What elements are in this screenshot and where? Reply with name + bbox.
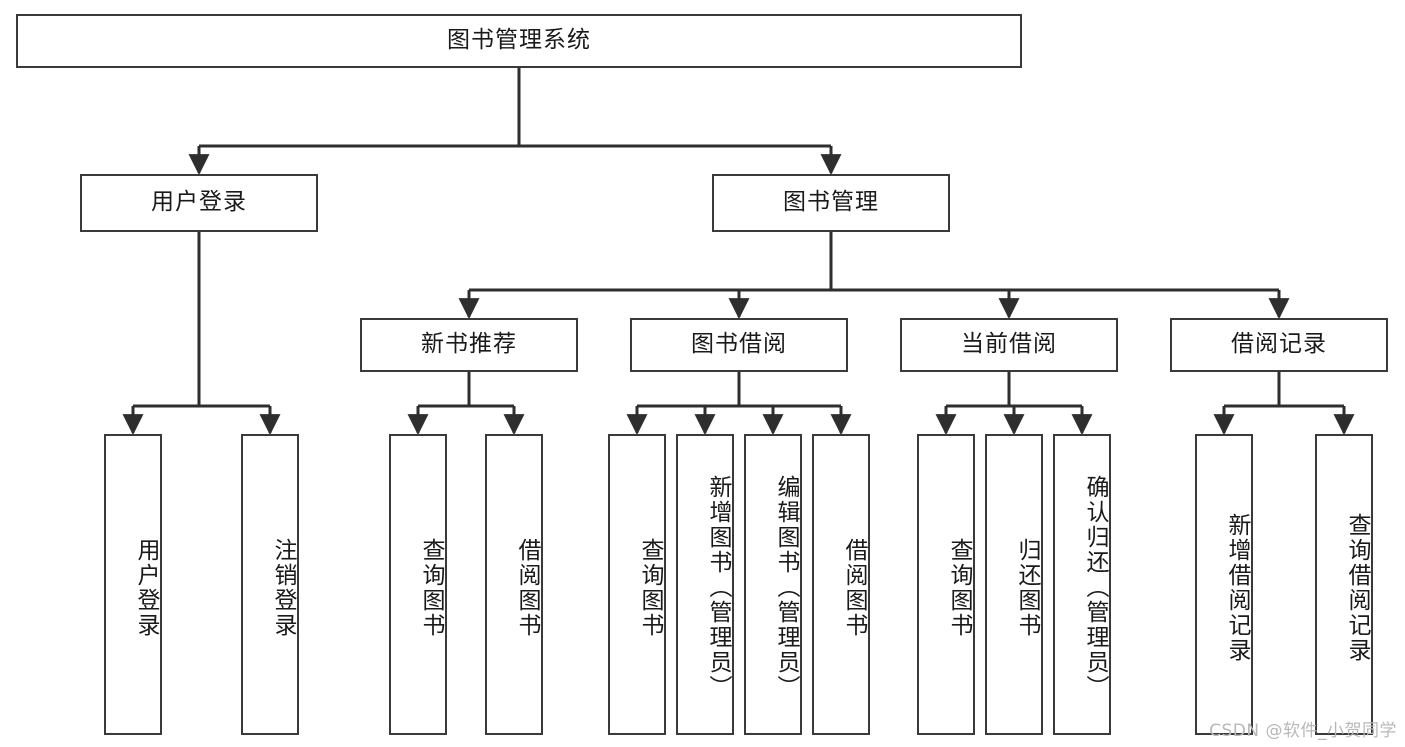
node-leaf-10[interactable]: 归还图书 — [985, 434, 1043, 735]
node-root[interactable]: 图书管理系统 — [16, 14, 1022, 68]
node-label: 图书管理 — [783, 189, 879, 216]
node-leaf-11[interactable]: 确认归还（管理员） — [1053, 434, 1111, 735]
node-leaf-1[interactable]: 用户登录 — [104, 434, 162, 735]
node-leaf-12[interactable]: 新增借阅记录 — [1195, 434, 1253, 735]
node-leaf-13[interactable]: 查询借阅记录 — [1315, 434, 1373, 735]
node-leaf-7[interactable]: 编辑图书（管理员） — [744, 434, 802, 735]
node-label: 注销登录 — [270, 537, 296, 638]
node-label: 归还图书 — [1014, 537, 1040, 638]
node-label: 借阅图书 — [514, 537, 540, 638]
node-login[interactable]: 用户登录 — [80, 174, 318, 232]
node-leaf-2[interactable]: 注销登录 — [241, 434, 299, 735]
node-label: 编辑图书（管理员） — [773, 475, 799, 700]
node-label: 新增借阅记录 — [1224, 512, 1250, 663]
node-label: 图书借阅 — [691, 331, 787, 358]
node-records[interactable]: 借阅记录 — [1170, 318, 1388, 372]
node-borrow[interactable]: 图书借阅 — [630, 318, 848, 372]
node-label: 用户登录 — [133, 537, 159, 638]
node-leaf-6[interactable]: 新增图书（管理员） — [676, 434, 734, 735]
node-leaf-3[interactable]: 查询图书 — [389, 434, 447, 735]
node-label: 图书管理系统 — [447, 27, 591, 54]
node-label: 查询图书 — [418, 537, 444, 638]
node-bookmgmt[interactable]: 图书管理 — [712, 174, 950, 232]
watermark-label: CSDN @软件_小贺同学 — [1209, 721, 1397, 741]
node-label: 查询图书 — [637, 537, 663, 638]
node-leaf-4[interactable]: 借阅图书 — [485, 434, 543, 735]
node-leaf-5[interactable]: 查询图书 — [608, 434, 666, 735]
node-label: 确认归还（管理员） — [1082, 475, 1108, 700]
node-label: 借阅图书 — [841, 537, 867, 638]
node-label: 查询图书 — [946, 537, 972, 638]
node-label: 用户登录 — [151, 189, 247, 216]
node-label: 新书推荐 — [421, 331, 517, 358]
node-newbook[interactable]: 新书推荐 — [360, 318, 578, 372]
node-label: 查询借阅记录 — [1344, 512, 1370, 663]
node-current[interactable]: 当前借阅 — [900, 318, 1118, 372]
node-leaf-9[interactable]: 查询图书 — [917, 434, 975, 735]
node-leaf-8[interactable]: 借阅图书 — [812, 434, 870, 735]
node-label: 新增图书（管理员） — [705, 475, 731, 700]
node-label: 当前借阅 — [961, 331, 1057, 358]
node-label: 借阅记录 — [1231, 331, 1327, 358]
